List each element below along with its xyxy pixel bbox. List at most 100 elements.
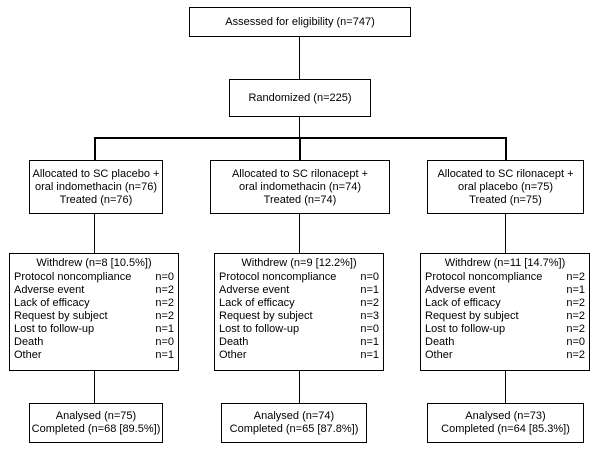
reason-value: n=2	[566, 310, 585, 322]
connector-randomized-down	[299, 116, 300, 138]
arm3-allocation-line3: Treated (n=75)	[469, 193, 542, 206]
reason-row: Death n=0	[421, 336, 589, 349]
reason-value: n=0	[360, 271, 379, 283]
reason-value: n=1	[155, 323, 174, 335]
arm3-analysed-line1: Analysed (n=73)	[465, 410, 546, 422]
reason-row: Lost to follow-up n=0	[215, 323, 383, 336]
reason-label: Death	[14, 336, 44, 348]
reason-value: n=2	[155, 284, 174, 296]
reason-row: Other n=1	[215, 349, 383, 362]
arm3-withdrew-title: Withdrew (n=11 [14.7%])	[444, 257, 566, 269]
reason-row: Death n=0	[10, 336, 178, 349]
arm1-withdrew-box: Withdrew (n=8 [10.5%]) Protocol noncompl…	[9, 253, 179, 371]
reason-row: Death n=1	[215, 336, 383, 349]
reason-row: Protocol noncompliance n=0	[215, 271, 383, 284]
arm1-allocation-line1: Allocated to SC placebo +	[32, 167, 160, 180]
reason-value: n=1	[566, 284, 585, 296]
connector-arm2-down	[299, 137, 301, 160]
reason-row: Request by subject n=3	[215, 310, 383, 323]
connector-arm1-down	[94, 137, 96, 160]
connector-arm2-alloc-withdrew	[299, 213, 300, 253]
reason-value: n=1	[360, 349, 379, 361]
reason-row: Lack of efficacy n=2	[10, 297, 178, 310]
reason-label: Request by subject	[425, 310, 519, 322]
arm3-analysed-box: Analysed (n=73) Completed (n=64 [85.3%])	[427, 403, 584, 443]
reason-row: Adverse event n=1	[215, 284, 383, 297]
reason-row: Lost to follow-up n=1	[10, 323, 178, 336]
arm2-allocation-line2: oral indomethacin (n=74)	[239, 180, 361, 193]
reason-label: Death	[219, 336, 249, 348]
reason-label: Adverse event	[219, 284, 290, 296]
arm1-withdrew-title: Withdrew (n=8 [10.5%])	[36, 257, 152, 269]
reason-label: Lost to follow-up	[425, 323, 506, 335]
connector-arm3-withdrew-analysed	[505, 370, 506, 403]
reason-row: Protocol noncompliance n=2	[421, 271, 589, 284]
arm1-allocation-line2: oral indomethacin (n=76)	[35, 180, 157, 193]
reason-row: Other n=2	[421, 349, 589, 362]
reason-label: Lack of efficacy	[425, 297, 501, 309]
reason-value: n=0	[566, 336, 585, 348]
reason-value: n=2	[360, 297, 379, 309]
reason-label: Other	[425, 349, 453, 361]
eligibility-box: Assessed for eligibility (n=747)	[189, 7, 411, 37]
arm2-analysed-line1: Analysed (n=74)	[253, 410, 335, 422]
reason-label: Adverse event	[425, 284, 496, 296]
reason-label: Lack of efficacy	[14, 297, 90, 309]
reason-row: Other n=1	[10, 349, 178, 362]
connector-arm3-down	[505, 137, 507, 160]
arm3-allocation-box: Allocated to SC rilonacept + oral placeb…	[427, 160, 584, 214]
arm1-analysed-box: Analysed (n=75) Completed (n=68 [89.5%])	[29, 403, 163, 443]
reason-label: Protocol noncompliance	[219, 271, 337, 283]
reason-label: Other	[14, 349, 42, 361]
arm2-allocation-line1: Allocated to SC rilonacept +	[231, 167, 369, 180]
reason-label: Other	[219, 349, 247, 361]
arm1-analysed-line2: Completed (n=68 [89.5%])	[31, 423, 161, 435]
reason-label: Death	[425, 336, 455, 348]
arm3-withdrew-box: Withdrew (n=11 [14.7%]) Protocol noncomp…	[420, 253, 590, 371]
reason-label: Lack of efficacy	[219, 297, 295, 309]
reason-row: Adverse event n=2	[10, 284, 178, 297]
arm2-allocation-box: Allocated to SC rilonacept + oral indome…	[210, 160, 390, 214]
reason-row: Adverse event n=1	[421, 284, 589, 297]
arm1-allocation-box: Allocated to SC placebo + oral indometha…	[29, 160, 163, 214]
reason-value: n=0	[360, 323, 379, 335]
reason-label: Request by subject	[14, 310, 108, 322]
reason-row: Request by subject n=2	[421, 310, 589, 323]
reason-row: Request by subject n=2	[10, 310, 178, 323]
reason-value: n=2	[566, 271, 585, 283]
arm2-analysed-box: Analysed (n=74) Completed (n=65 [87.8%])	[221, 403, 367, 443]
arm1-allocation-line3: Treated (n=76)	[59, 193, 133, 206]
arm2-allocation-line3: Treated (n=74)	[263, 193, 337, 206]
reason-row: Lack of efficacy n=2	[215, 297, 383, 310]
connector-arm1-withdrew-analysed	[94, 370, 95, 403]
reason-value: n=0	[155, 271, 174, 283]
arm2-analysed-line2: Completed (n=65 [87.8%])	[229, 423, 359, 435]
reason-value: n=2	[155, 310, 174, 322]
connector-arm3-alloc-withdrew	[505, 213, 506, 253]
connector-arm1-alloc-withdrew	[94, 213, 95, 253]
reason-label: Adverse event	[14, 284, 85, 296]
reason-value: n=1	[155, 349, 174, 361]
connector-arm2-withdrew-analysed	[299, 370, 300, 403]
reason-value: n=2	[566, 349, 585, 361]
connector-eligibility-randomized	[299, 36, 300, 79]
randomized-text: Randomized (n=225)	[248, 91, 352, 104]
reason-value: n=1	[360, 336, 379, 348]
reason-value: n=3	[360, 310, 379, 322]
arm3-analysed-line2: Completed (n=64 [85.3%])	[441, 423, 570, 435]
eligibility-text: Assessed for eligibility (n=747)	[225, 15, 375, 28]
reason-label: Protocol noncompliance	[425, 271, 543, 283]
reason-label: Lost to follow-up	[14, 323, 95, 335]
reason-value: n=1	[360, 284, 379, 296]
arm3-allocation-line1: Allocated to SC rilonacept +	[437, 167, 574, 180]
reason-label: Lost to follow-up	[219, 323, 300, 335]
reason-label: Protocol noncompliance	[14, 271, 132, 283]
reason-value: n=2	[155, 297, 174, 309]
arm2-withdrew-title: Withdrew (n=9 [12.2%])	[241, 257, 357, 269]
arm2-withdrew-box: Withdrew (n=9 [12.2%]) Protocol noncompl…	[214, 253, 384, 371]
reason-label: Request by subject	[219, 310, 313, 322]
reason-value: n=0	[155, 336, 174, 348]
arm3-allocation-line2: oral placebo (n=75)	[457, 180, 554, 193]
